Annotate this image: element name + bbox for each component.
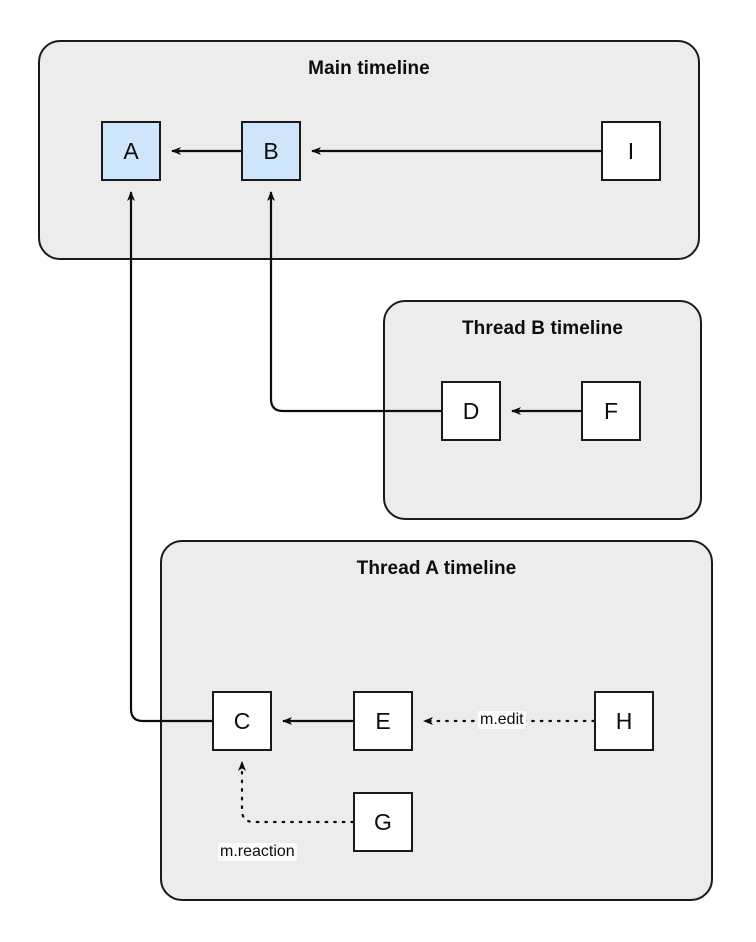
node-b[interactable]: B bbox=[241, 121, 301, 181]
edge-label-m-reaction: m.reaction bbox=[218, 843, 297, 861]
node-b-label: B bbox=[263, 137, 279, 164]
edge-label-m-edit: m.edit bbox=[478, 711, 526, 729]
node-g[interactable]: G bbox=[353, 792, 413, 852]
node-h-label: H bbox=[615, 707, 633, 734]
container-main-timeline-title: Main timeline bbox=[308, 58, 430, 79]
container-thread-a-timeline-title: Thread A timeline bbox=[356, 558, 517, 579]
node-c-label: C bbox=[233, 707, 251, 734]
node-i[interactable]: I bbox=[601, 121, 661, 181]
node-e[interactable]: E bbox=[353, 691, 413, 751]
node-a-label: A bbox=[123, 137, 139, 164]
node-h[interactable]: H bbox=[594, 691, 654, 751]
node-a[interactable]: A bbox=[101, 121, 161, 181]
node-c[interactable]: C bbox=[212, 691, 272, 751]
node-g-label: G bbox=[374, 808, 392, 835]
node-d[interactable]: D bbox=[441, 381, 501, 441]
node-f-label: F bbox=[603, 397, 619, 424]
node-e-label: E bbox=[375, 707, 391, 734]
container-thread-b-timeline-title: Thread B timeline bbox=[461, 318, 624, 339]
node-i-label: I bbox=[627, 137, 635, 164]
node-f[interactable]: F bbox=[581, 381, 641, 441]
node-d-label: D bbox=[462, 397, 480, 424]
